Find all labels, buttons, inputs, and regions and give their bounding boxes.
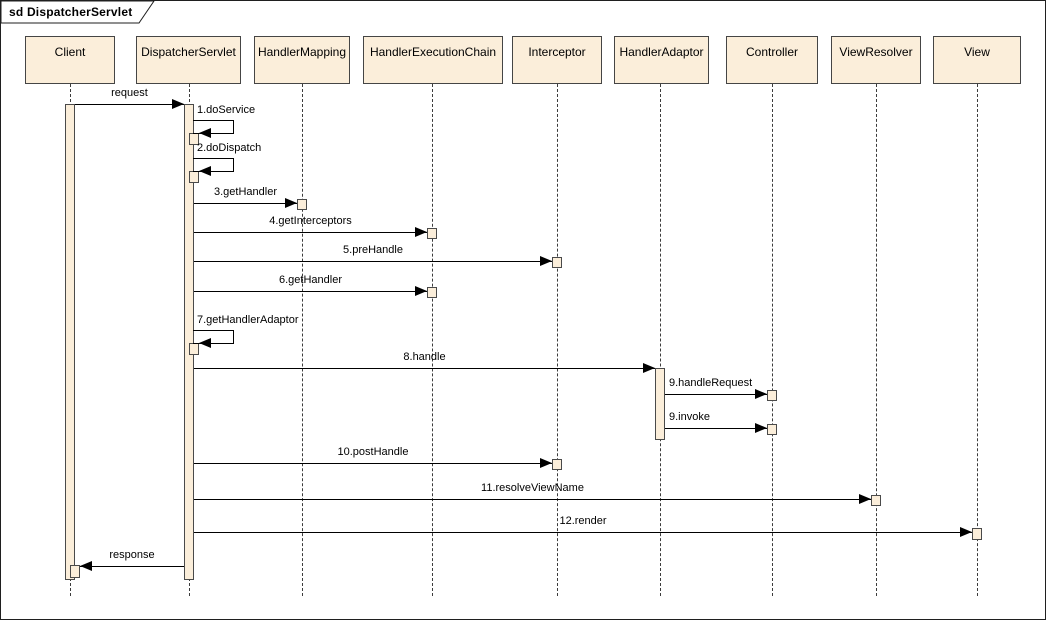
- arrow-head-icon: [415, 286, 427, 296]
- frame-tab-shape-icon: [1, 1, 155, 24]
- arrow-head-icon: [755, 389, 767, 399]
- message-label-3-gethandler: 3.getHandler: [214, 186, 277, 198]
- message-line-8-handle: [194, 368, 655, 369]
- message-label-1-doservice: 1.doService: [197, 104, 256, 116]
- message-self-2-dodispatch: [193, 158, 234, 172]
- arrow-head-icon: [859, 494, 871, 504]
- arrow-head-icon: [199, 128, 211, 138]
- message-line-response: [80, 566, 184, 567]
- lifeline-head-interceptor: Interceptor: [512, 36, 602, 84]
- arrow-head-icon: [415, 227, 427, 237]
- arrow-head-icon: [172, 99, 184, 109]
- nub-response: [70, 565, 80, 578]
- nub-handlerequest: [767, 390, 777, 401]
- arrow-head-icon: [540, 458, 552, 468]
- lifeline-head-handler-execution-chain: HandlerExecutionChain: [363, 36, 503, 84]
- arrow-head-icon: [643, 363, 655, 373]
- nub-render: [972, 528, 982, 540]
- message-label-response: response: [109, 549, 155, 561]
- lifeline-head-handler-mapping: HandlerMapping: [254, 36, 350, 84]
- message-line-10-posthandle: [194, 463, 552, 464]
- dispatcher-activation: [184, 104, 194, 580]
- arrow-head-icon: [199, 166, 211, 176]
- lifeline-head-client: Client: [25, 36, 115, 84]
- nub-resolveviewname: [871, 495, 881, 506]
- client-activation: [65, 104, 75, 580]
- message-line-4-getinterceptors: [194, 232, 427, 233]
- message-line-9-handlerequest: [665, 394, 767, 395]
- message-label-10-posthandle: 10.postHandle: [337, 446, 409, 458]
- lifeline-line-interceptor: [557, 84, 558, 596]
- lifeline-line-view-resolver: [876, 84, 877, 596]
- message-line-5-prehandle: [194, 261, 552, 262]
- lifeline-head-view-resolver: ViewResolver: [831, 36, 921, 84]
- lifeline-line-handler-adaptor: [660, 84, 661, 596]
- lifeline-head-dispatcher-servlet: DispatcherServlet: [136, 36, 241, 84]
- lifeline-line-handler-execution-chain: [432, 84, 433, 596]
- frame-title-tab: sd DispatcherServlet: [1, 1, 159, 25]
- message-label-6-gethandler: 6.getHandler: [279, 274, 342, 286]
- arrow-head-icon: [285, 198, 297, 208]
- message-label-request: request: [111, 87, 148, 99]
- arrow-head-icon: [540, 256, 552, 266]
- message-label-9-handlerequest: 9.handleRequest: [669, 377, 753, 389]
- handler-adaptor-activation: [655, 368, 665, 440]
- nub-prehandle: [552, 257, 562, 268]
- message-label-7-gethandleradaptor: 7.getHandlerAdaptor: [197, 314, 299, 326]
- lifeline-head-handler-adaptor: HandlerAdaptor: [614, 36, 709, 84]
- diagram-title: sd DispatcherServlet: [9, 5, 133, 19]
- message-line-request: [75, 104, 184, 105]
- nub-gethandler: [297, 199, 307, 210]
- lifeline-line-handler-mapping: [302, 84, 303, 596]
- message-label-9-invoke: 9.invoke: [669, 411, 710, 423]
- message-label-8-handle: 8.handle: [403, 351, 446, 363]
- message-line-3-gethandler: [194, 203, 297, 204]
- lifeline-head-controller: Controller: [726, 36, 818, 84]
- message-label-5-prehandle: 5.preHandle: [343, 244, 403, 256]
- arrow-head-icon: [80, 561, 92, 571]
- message-line-6-gethandler: [194, 291, 427, 292]
- message-label-12-render: 12.render: [559, 515, 607, 527]
- message-label-11-resolveviewname: 11.resolveViewName: [481, 482, 584, 494]
- message-label-2-dodispatch: 2.doDispatch: [197, 142, 262, 154]
- message-line-12-render: [194, 532, 972, 533]
- message-self-7-gethandleradaptor: [193, 330, 234, 344]
- message-self-1-doservice: [193, 120, 234, 134]
- nub-invoke: [767, 424, 777, 435]
- message-label-4-getinterceptors: 4.getInterceptors: [269, 215, 352, 227]
- nub-getinterceptors: [427, 228, 437, 239]
- message-line-9-invoke: [665, 428, 767, 429]
- arrow-head-icon: [755, 423, 767, 433]
- nub-posthandle: [552, 459, 562, 470]
- lifeline-line-controller: [772, 84, 773, 596]
- lifeline-head-view: View: [933, 36, 1021, 84]
- arrow-head-icon: [199, 338, 211, 348]
- nub-dodispatch-return: [189, 171, 199, 183]
- nub-gethandler-2: [427, 287, 437, 298]
- arrow-head-icon: [960, 527, 972, 537]
- lifeline-line-view: [977, 84, 978, 596]
- message-line-11-resolveviewname: [194, 499, 871, 500]
